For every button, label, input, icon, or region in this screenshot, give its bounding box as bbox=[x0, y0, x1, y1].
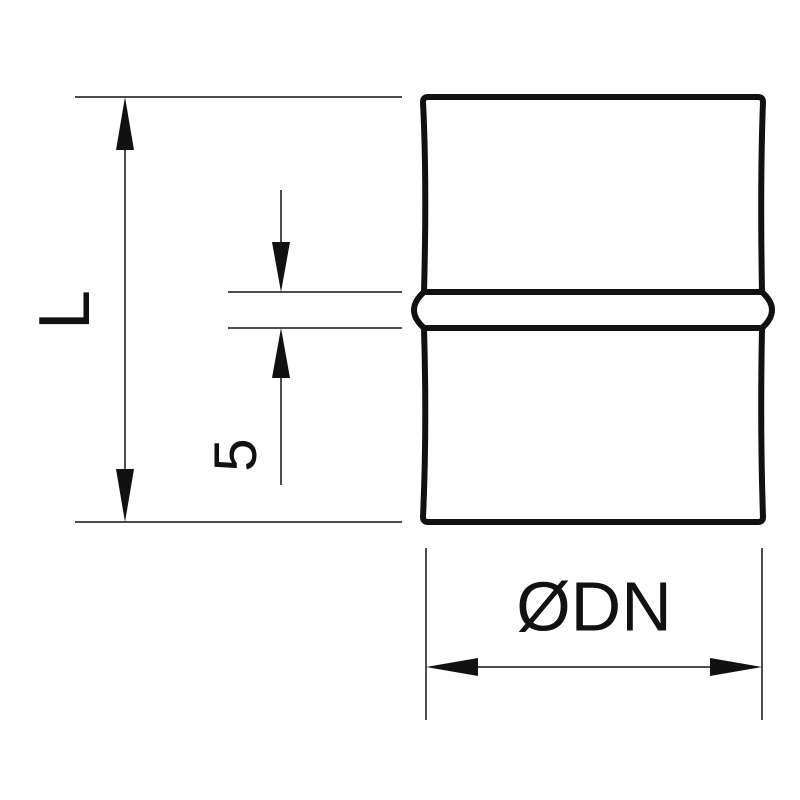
coupling-body bbox=[411, 94, 775, 525]
arrow-length-top bbox=[116, 97, 134, 150]
arrow-bead-upper bbox=[272, 242, 290, 292]
label-diameter: ØDN bbox=[516, 567, 672, 645]
arrow-diameter-left bbox=[426, 658, 478, 676]
dimension-diameter bbox=[425, 548, 763, 720]
dimension-bead bbox=[228, 190, 402, 485]
coupling-outline bbox=[411, 94, 775, 525]
arrow-bead-lower bbox=[272, 328, 290, 378]
dimension-length bbox=[75, 96, 402, 523]
label-bead-offset: 5 bbox=[202, 438, 269, 471]
arrow-length-bottom bbox=[116, 469, 134, 522]
label-length: L bbox=[25, 290, 105, 330]
arrow-diameter-right bbox=[710, 658, 762, 676]
